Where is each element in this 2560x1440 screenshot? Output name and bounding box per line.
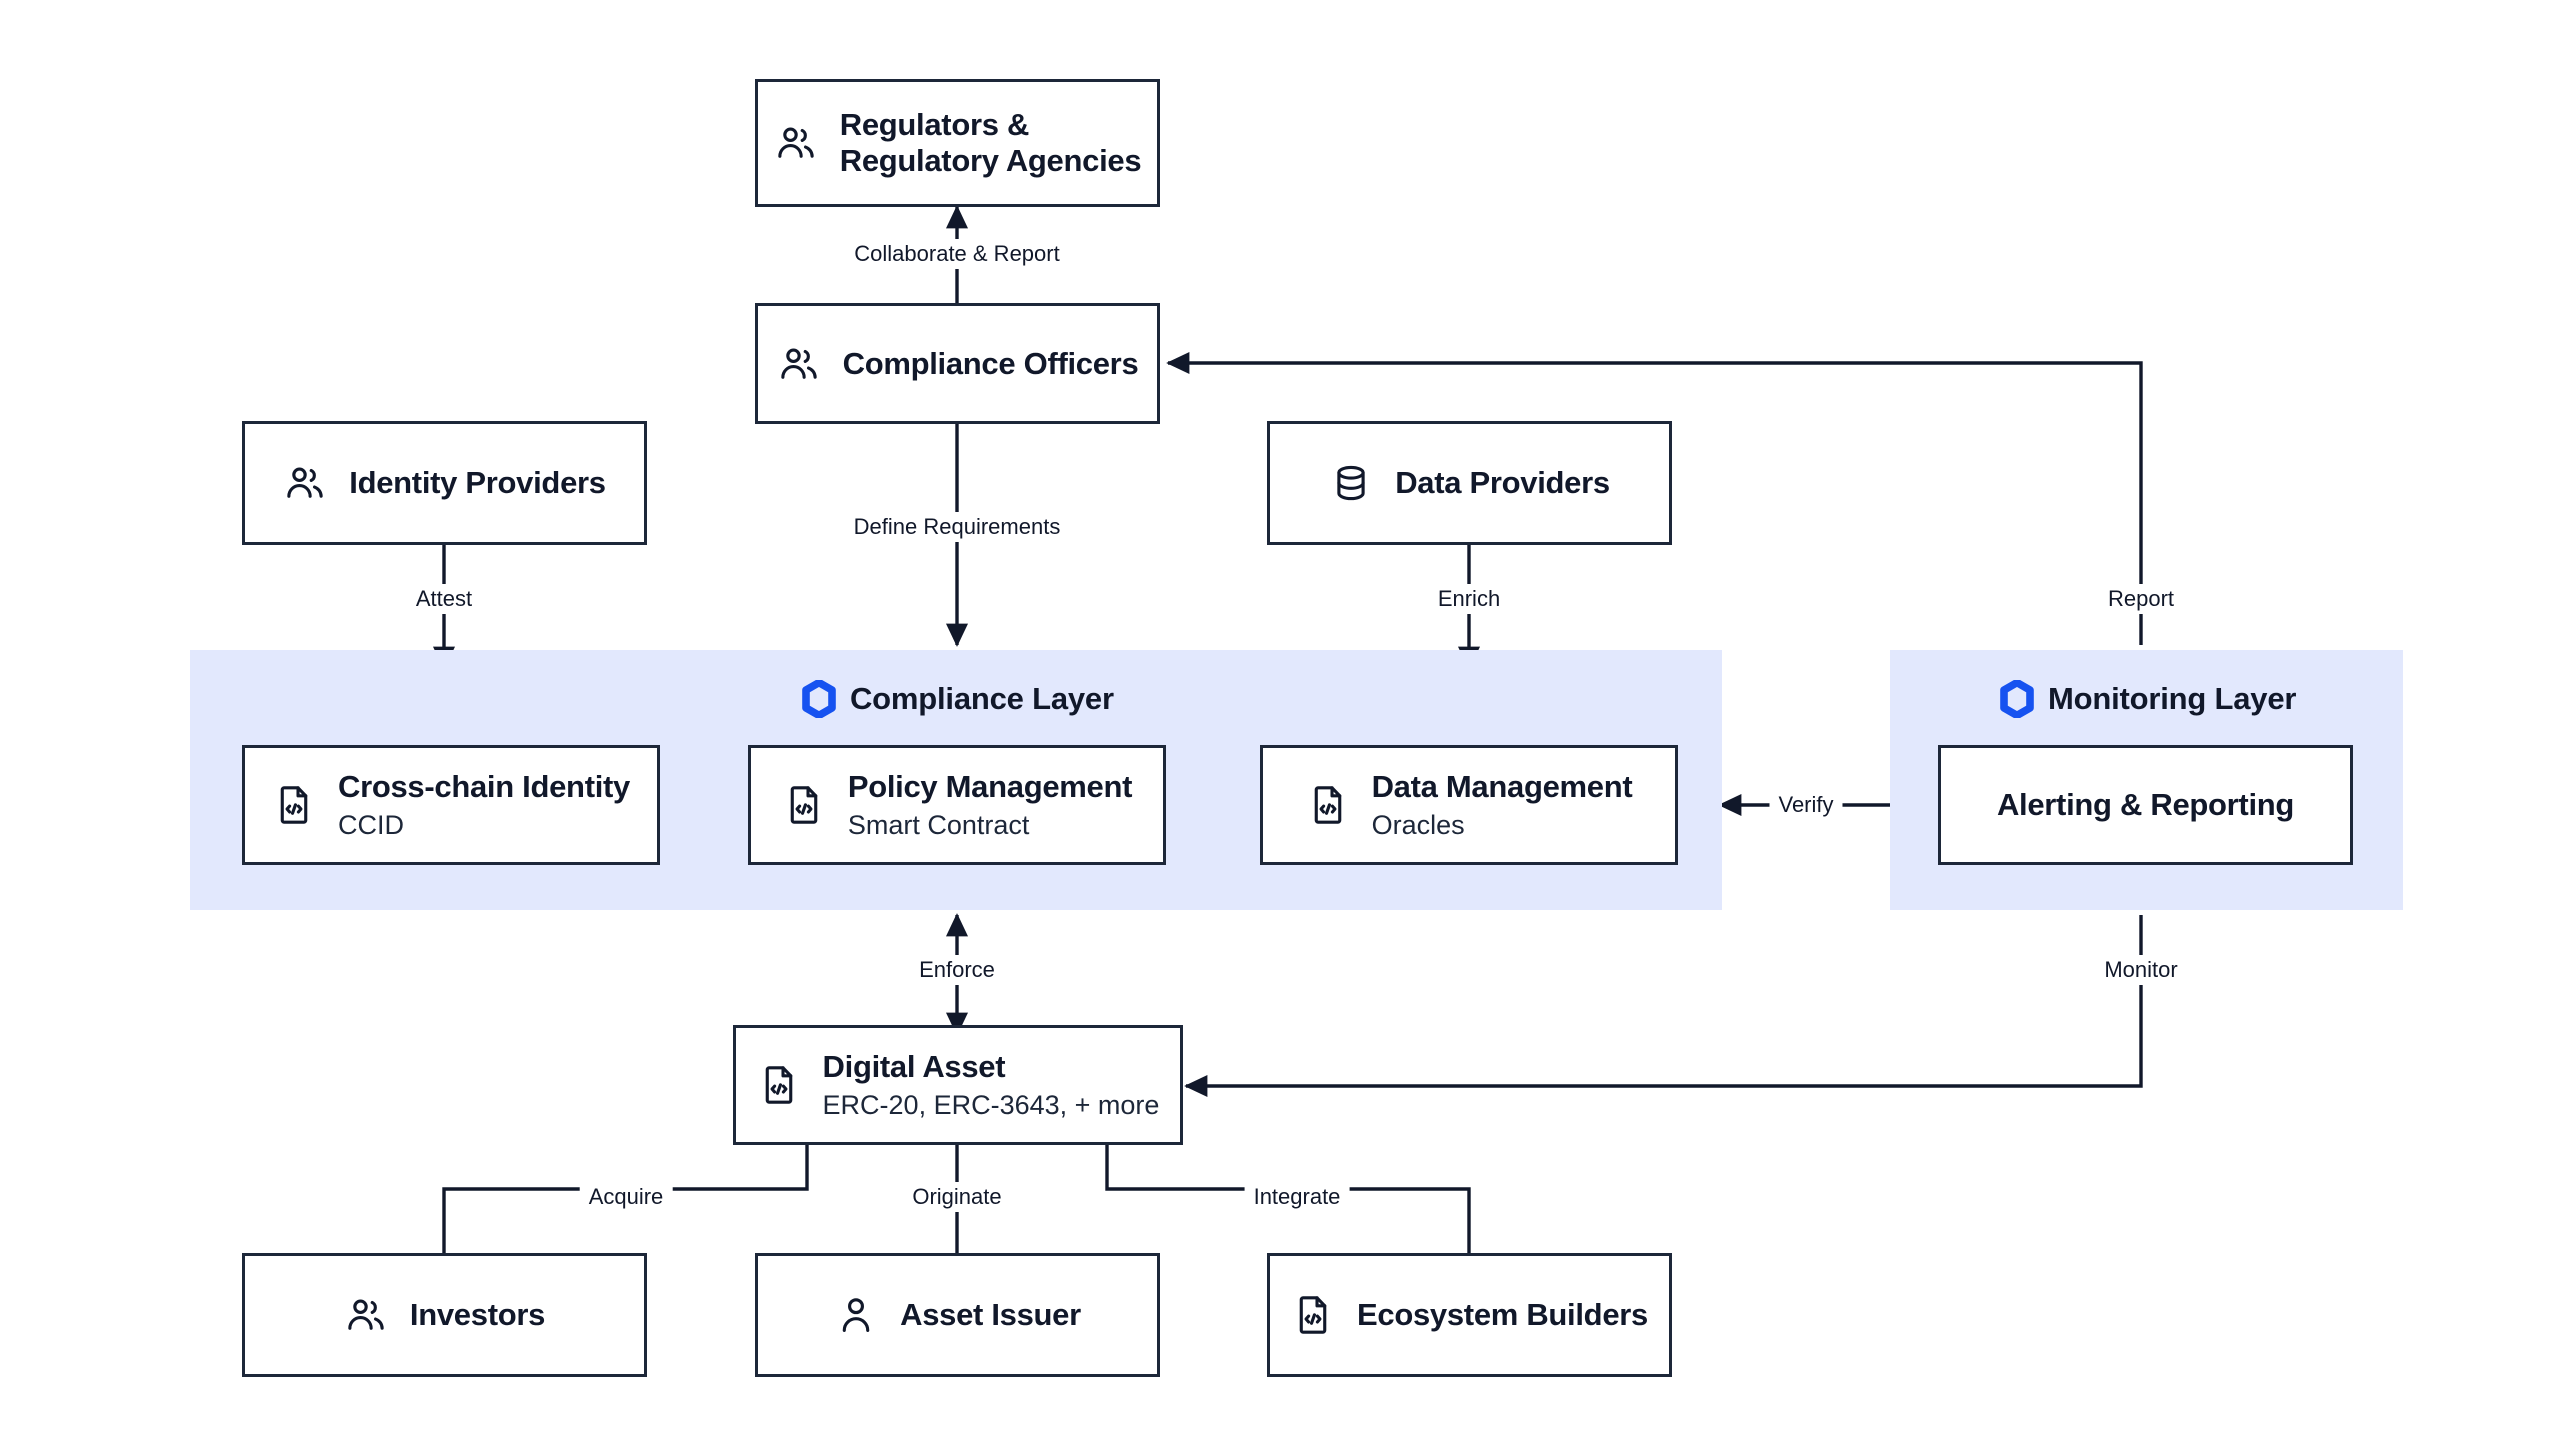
user-icon — [842, 1298, 870, 1332]
node-regulators[interactable]: Regulators & Regulatory Agencies — [755, 79, 1160, 207]
edge-label-report: Report — [2098, 584, 2184, 614]
hexagon-icon — [2000, 680, 2034, 718]
node-regulators-title: Regulators & — [839, 107, 1030, 143]
edge-label-monitor: Monitor — [2095, 955, 2187, 985]
node-policy-management[interactable]: Policy Management Smart Contract — [748, 745, 1166, 865]
compliance-layer-label: Compliance Layer — [850, 681, 1114, 716]
edge-label-enrich: Enrich — [1428, 584, 1510, 614]
node-ecosystem-builders-title: Ecosystem Builders — [1357, 1297, 1648, 1333]
node-asset-issuer-title: Asset Issuer — [900, 1297, 1081, 1333]
users-icon — [778, 127, 814, 158]
node-investors[interactable]: Investors — [242, 1253, 647, 1377]
code-document-icon — [790, 786, 818, 824]
hexagon-icon — [802, 680, 836, 718]
monitoring-layer-label: Monitoring Layer — [2048, 681, 2297, 716]
node-cross-chain-identity-subtitle: CCID — [338, 809, 404, 840]
node-identity-providers[interactable]: Identity Providers — [242, 421, 647, 545]
node-data-providers[interactable]: Data Providers — [1267, 421, 1672, 545]
node-digital-asset-title: Digital Asset — [822, 1048, 1006, 1084]
edge-label-originate: Originate — [903, 1182, 1011, 1212]
edge-label-define-requirements: Define Requirements — [844, 512, 1070, 542]
node-digital-asset-subtitle: ERC-20, ERC-3643, + more — [822, 1089, 1160, 1120]
node-data-management-title: Data Management — [1371, 768, 1633, 804]
node-alerting-reporting-title: Alerting & Reporting — [1996, 787, 2295, 823]
code-document-icon — [1314, 786, 1341, 824]
edge-label-integrate: Integrate — [1244, 1182, 1350, 1212]
node-data-management-subtitle: Oracles — [1371, 809, 1465, 840]
edge-label-collaborate-report: Collaborate & Report — [845, 239, 1069, 269]
node-asset-issuer[interactable]: Asset Issuer — [755, 1253, 1160, 1377]
node-digital-asset[interactable]: Digital Asset ERC-20, ERC-3643, + more — [733, 1025, 1183, 1145]
node-data-providers-title: Data Providers — [1395, 465, 1610, 501]
node-investors-title: Investors — [409, 1297, 546, 1333]
node-data-management[interactable]: Data Management Oracles — [1260, 745, 1678, 865]
node-cross-chain-identity[interactable]: Cross-chain Identity CCID — [242, 745, 660, 865]
edge-label-attest: Attest — [406, 584, 482, 614]
node-regulators-title-line2: Regulatory Agencies — [839, 143, 1142, 178]
edge-label-acquire: Acquire — [579, 1182, 673, 1212]
edge-monitor — [1184, 915, 2143, 1098]
node-policy-management-title: Policy Management — [847, 768, 1133, 804]
edge-report — [1166, 351, 2143, 645]
users-icon — [287, 467, 323, 498]
node-compliance-officers[interactable]: Compliance Officers — [755, 303, 1160, 424]
database-icon — [1337, 465, 1365, 501]
node-ecosystem-builders[interactable]: Ecosystem Builders — [1267, 1253, 1672, 1377]
monitoring-layer-title: Monitoring Layer — [2000, 680, 2296, 718]
code-document-icon — [280, 786, 308, 824]
edge-label-verify: Verify — [1769, 790, 1843, 820]
code-document-icon — [765, 1066, 792, 1104]
edge-label-enforce: Enforce — [910, 955, 1004, 985]
compliance-layer-title: Compliance Layer — [802, 680, 1114, 718]
node-compliance-officers-title: Compliance Officers — [842, 345, 1139, 381]
node-identity-providers-title: Identity Providers — [349, 465, 606, 501]
code-document-icon — [1299, 1296, 1327, 1334]
node-alerting-reporting[interactable]: Alerting & Reporting — [1938, 745, 2353, 865]
users-icon — [780, 348, 817, 379]
node-cross-chain-identity-title: Cross-chain Identity — [338, 768, 630, 804]
node-policy-management-subtitle: Smart Contract — [847, 809, 1030, 840]
users-icon — [348, 1299, 384, 1330]
